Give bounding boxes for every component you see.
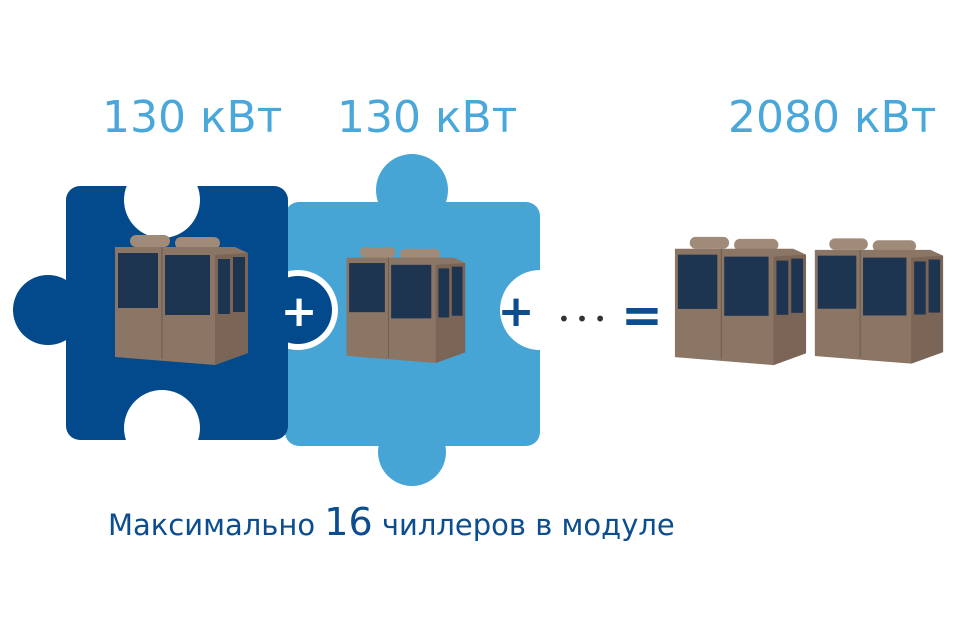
equals-operator: =: [621, 286, 663, 344]
footer-caption: Максимально 16 чиллеров в модуле: [108, 500, 675, 544]
capacity-label-second: 130 кВт: [337, 92, 518, 143]
footer-text-before: Максимально: [108, 508, 325, 542]
footer-text-after: чиллеров в модуле: [372, 508, 675, 542]
capacity-label-total: 2080 кВт: [728, 92, 937, 143]
capacity-label-first: 130 кВт: [102, 92, 283, 143]
footer-number: 16: [324, 500, 373, 544]
plus-operator-2: +: [498, 286, 535, 337]
chiller-unit-3: [674, 236, 807, 366]
plus-operator-1: +: [281, 286, 318, 337]
chiller-unit-1: [114, 235, 249, 365]
chiller-unit-2: [345, 246, 466, 364]
chiller-unit-4: [814, 237, 944, 365]
ellipsis: • • •: [558, 307, 606, 331]
